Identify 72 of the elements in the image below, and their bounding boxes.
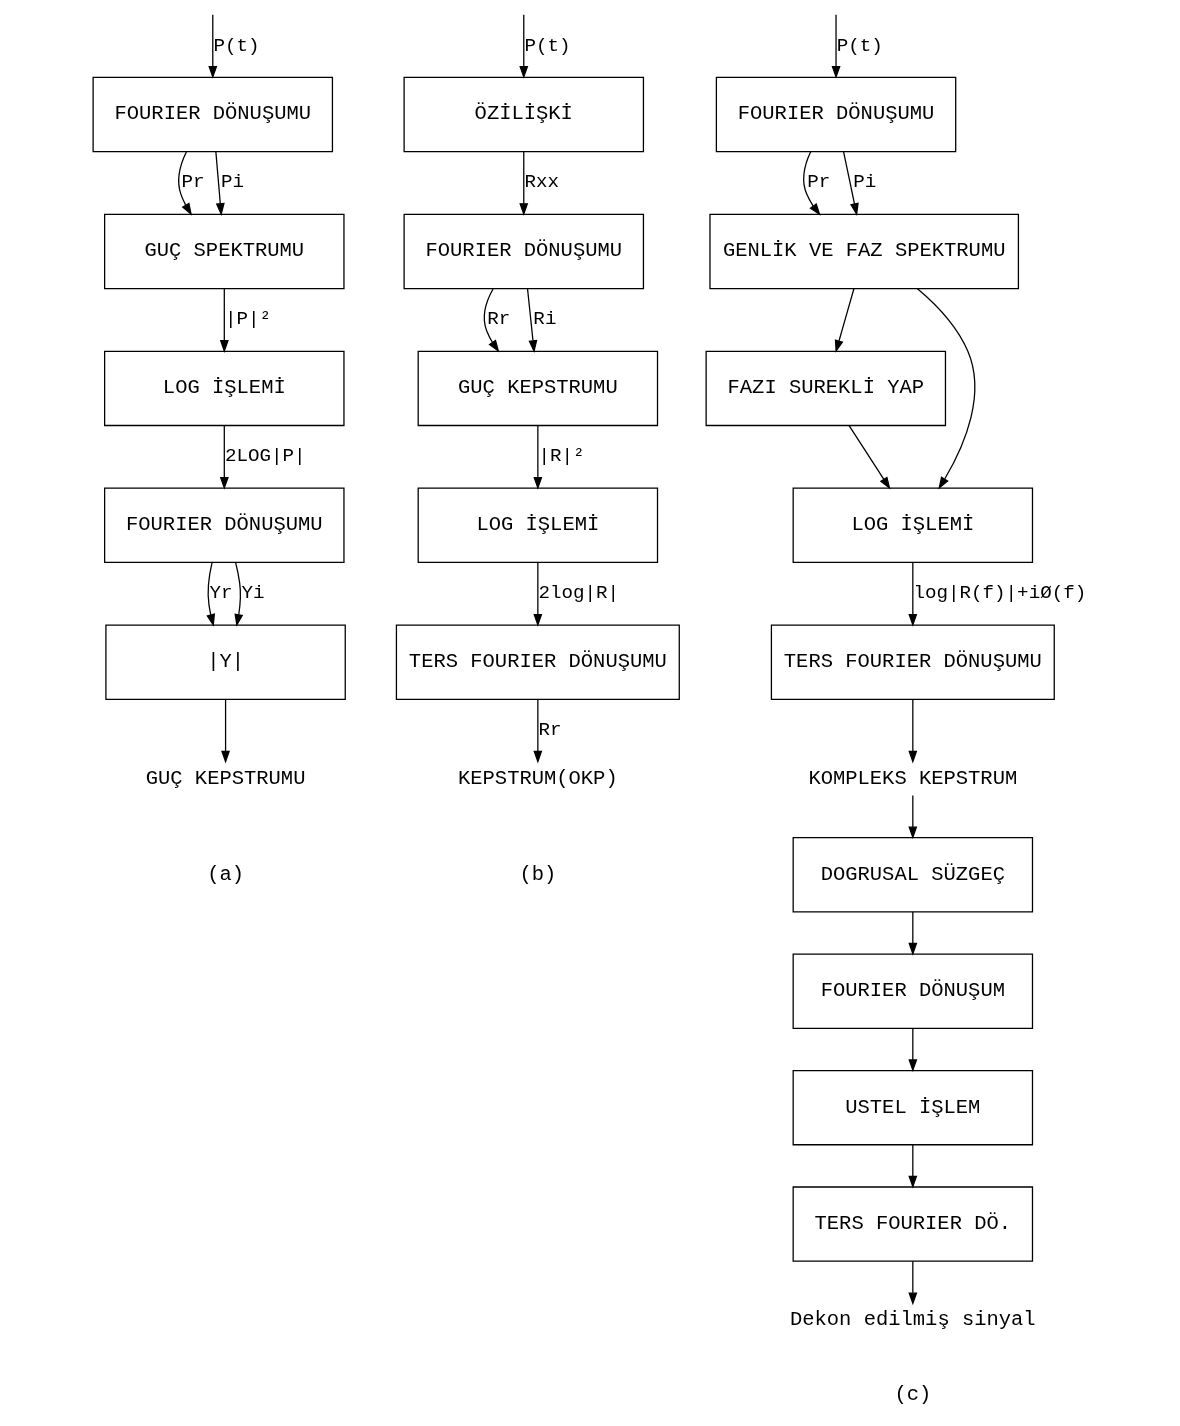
node-box: GUÇ KEPSTRUMU (417, 350, 659, 427)
arrow (908, 698, 918, 764)
arrow (519, 151, 529, 216)
node-text: Dekon edilmiş sinyal (789, 1307, 1036, 1331)
arrow (908, 911, 918, 956)
node-box: LOG İŞLEMİ (417, 487, 659, 564)
arrow (908, 1260, 918, 1306)
edge-label: Pi (221, 171, 245, 194)
arrow (916, 288, 976, 490)
node-box: FOURIER DÖNUŞUM (792, 953, 1034, 1029)
arrow (908, 1144, 918, 1189)
arrow (533, 425, 543, 490)
arrow (842, 151, 859, 216)
arrow (519, 14, 529, 79)
node-box: FOURIER DÖNUŞUMU (715, 76, 957, 153)
arrow (533, 562, 543, 627)
arrow (848, 425, 891, 490)
node-text: KOMPLEKS KEPSTRUM (808, 766, 1018, 790)
node-box: ÖZİLİŞKİ (403, 76, 645, 153)
edge-label: Yi (241, 582, 265, 605)
arrow (803, 151, 821, 216)
node-box: TERS FOURIER DÖ. (792, 1186, 1034, 1262)
edge-label: Rr (487, 308, 511, 331)
arrow (234, 562, 244, 627)
label: (b) (519, 862, 557, 886)
node-box: FAZI SUREKLİ YAP (705, 350, 947, 427)
label: (c) (894, 1383, 932, 1407)
edge-label: 2log|R| (538, 582, 620, 605)
arrow (483, 288, 500, 353)
edge-label: Yr (209, 582, 233, 605)
arrow (219, 425, 229, 490)
node-text: KEPSTRUM(OKP) (458, 766, 618, 790)
node-box: FOURIER DÖNUŞUMU (92, 76, 334, 153)
node-box: TERS FOURIER DÖNUŞUMU (395, 624, 680, 700)
edge-label: Pi (853, 171, 877, 194)
node-box: GUÇ SPEKTRUMU (104, 213, 345, 290)
arrow (831, 14, 841, 79)
edge-label: log|R(f)|+iØ(f) (913, 582, 1087, 605)
arrow (908, 1027, 918, 1073)
node-box: USTEL İŞLEM (792, 1069, 1034, 1146)
edge-label: Ri (533, 308, 557, 331)
arrow (178, 151, 193, 216)
edge-label: Pr (181, 171, 205, 194)
arrow (526, 288, 538, 353)
node-box: TERS FOURIER DÖNUŞUMU (770, 624, 1055, 700)
node-box: FOURIER DÖNUŞUMU (104, 487, 345, 564)
arrow (219, 288, 229, 353)
node-box: LOG İŞLEMİ (104, 350, 345, 427)
arrow (533, 698, 543, 764)
arrow (908, 562, 918, 627)
arrow (834, 288, 855, 353)
edge-label: P(t) (213, 34, 260, 57)
edge-label: Rxx (524, 171, 559, 194)
node-text: GUÇ KEPSTRUMU (145, 766, 306, 790)
edge-label: 2LOG|P| (224, 445, 306, 468)
edge-label: Rr (538, 719, 562, 742)
node-box: DOGRUSAL SÜZGEÇ (792, 836, 1034, 913)
arrow (208, 14, 218, 79)
node-box: LOG İŞLEMİ (792, 487, 1034, 564)
edge-label: P(t) (524, 34, 571, 57)
label: (a) (207, 862, 245, 886)
node-box: |Y| (105, 624, 346, 700)
node-box: FOURIER DÖNUŞUMU (403, 213, 645, 290)
edge-label: |R|² (538, 445, 585, 468)
edge-label: |P|² (224, 308, 272, 331)
edge-label: P(t) (836, 34, 883, 57)
arrow (908, 794, 918, 840)
edge-label: Pr (807, 171, 831, 194)
node-box: GENLİK VE FAZ SPEKTRUMU (709, 213, 1020, 290)
arrow (221, 698, 231, 764)
arrow (215, 151, 225, 216)
arrow (206, 562, 216, 627)
